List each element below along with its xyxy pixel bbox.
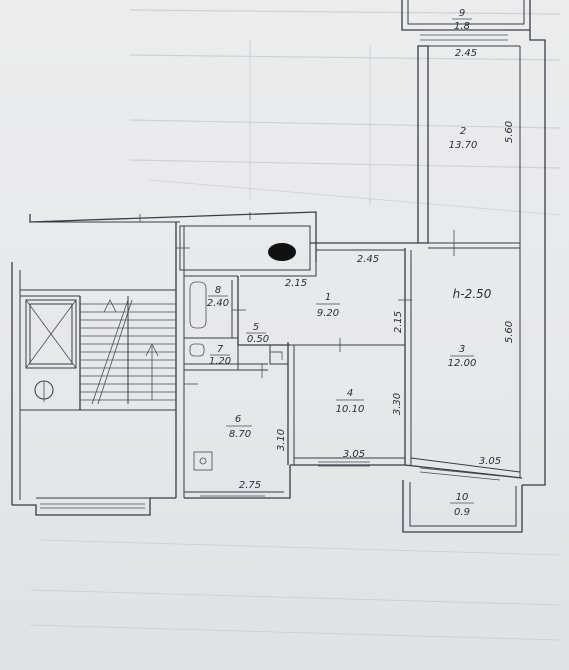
room-4-area: 10.10 (336, 404, 365, 415)
dim-room3-length: 5.60 (504, 321, 515, 343)
dim-room3-width: 3.05 (479, 456, 501, 467)
room-5-number: 5 (253, 322, 259, 333)
room-7-area: 1.20 (209, 356, 231, 367)
room-10-number: 10 (456, 492, 469, 503)
dim-room4-width: 3.05 (343, 449, 365, 460)
room-3-number: 3 (459, 344, 465, 355)
room-1-area: 9.20 (317, 308, 339, 319)
background-faint-table (29, 9, 561, 641)
dim-room2-width: 2.45 (455, 48, 477, 59)
stair-steps (80, 296, 176, 405)
room-7-number: 7 (217, 344, 224, 355)
dim-room1-top: 2.15 (285, 278, 307, 289)
walls (11, 0, 546, 533)
room-9-number: 9 (459, 8, 465, 19)
dim-room4-depth: 3.30 (392, 393, 403, 415)
dim-room6-depth: 3.10 (276, 429, 287, 451)
dim-room6-width: 2.75 (239, 480, 261, 491)
ceiling-height: h-2.50 (453, 287, 492, 301)
room-2-number: 2 (460, 126, 466, 137)
room-1-number: 1 (325, 292, 331, 303)
room-3-area: 12.00 (448, 358, 477, 369)
room-labels: 9 1.8 2 13.70 1 9.20 3 12.00 h-2.50 4 10… (207, 8, 492, 518)
room-8-number: 8 (215, 285, 221, 296)
room-6-number: 6 (235, 414, 241, 425)
dim-room2-length: 5.60 (504, 121, 515, 143)
dim-room1-width: 2.45 (357, 254, 379, 265)
room-6-area: 8.70 (229, 429, 251, 440)
room-8-area: 2.40 (207, 298, 229, 309)
room-2-area: 13.70 (449, 140, 478, 151)
dimension-labels: 2.45 5.60 2.45 2.15 2.15 5.60 3.30 3.05 … (239, 48, 515, 491)
redacted-mark (268, 243, 296, 261)
room-5-area: 0.50 (247, 334, 269, 345)
room-9-area: 1.8 (454, 21, 470, 32)
room-4-number: 4 (347, 388, 353, 399)
room-10-area: 0.9 (454, 507, 470, 518)
dim-room1-depth: 2.15 (393, 311, 404, 333)
